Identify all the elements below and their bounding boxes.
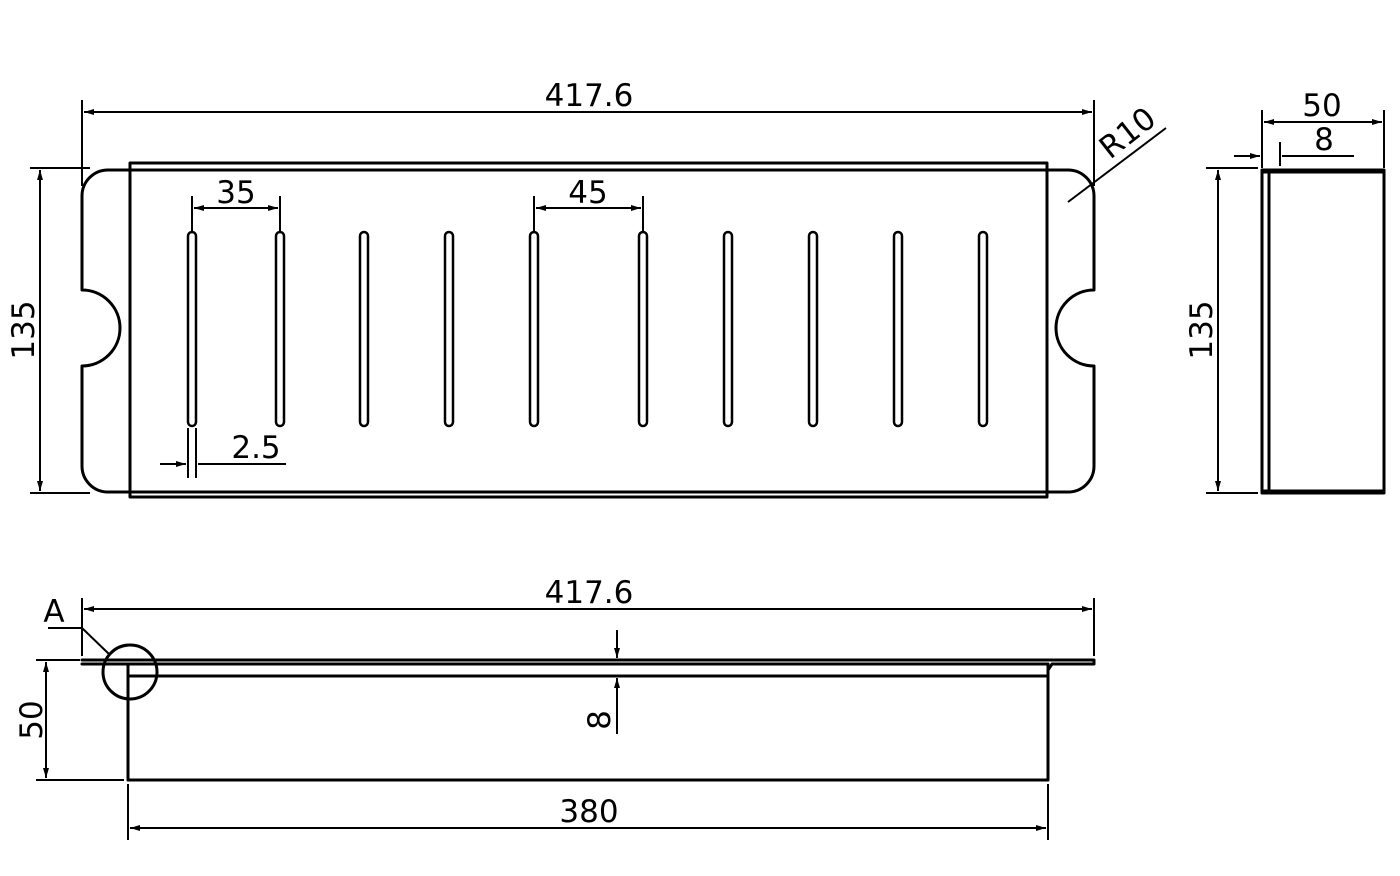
tray-outline <box>80 168 1096 494</box>
drain-slot <box>443 230 455 428</box>
front-flange-label: 8 <box>582 710 618 730</box>
drain-slot <box>528 230 540 428</box>
drain-slots <box>186 230 989 428</box>
side-height-label: 135 <box>1184 300 1220 359</box>
drain-slot <box>186 230 198 428</box>
top-view: 417.6 R10 135 35 45 2.5 <box>6 78 1167 499</box>
front-view: A 417.6 50 8 380 <box>14 575 1096 840</box>
overall-length-label: 417.6 <box>545 78 634 114</box>
side-view: 50 8 135 <box>1184 88 1386 495</box>
drain-slot <box>358 230 370 428</box>
drain-slot <box>977 230 989 428</box>
side-flange-label: 8 <box>1314 122 1334 158</box>
side-body-outline <box>1260 168 1386 495</box>
detail-label: A <box>43 594 64 630</box>
front-basin-outline <box>126 662 1050 782</box>
drain-slot <box>637 230 649 428</box>
drain-slot <box>274 230 286 428</box>
front-base-length-label: 380 <box>559 794 618 830</box>
front-overall-length-label: 417.6 <box>545 575 634 611</box>
slot-width-label: 2.5 <box>231 430 280 466</box>
slot-spacing-outer-label: 35 <box>216 175 255 211</box>
front-height-label: 50 <box>14 700 50 739</box>
drain-slot <box>807 230 819 428</box>
side-depth-label: 50 <box>1302 88 1341 124</box>
radius-leader <box>1067 127 1167 203</box>
detail-circle <box>101 643 159 701</box>
inner-basin-outline <box>128 161 1049 499</box>
slot-spacing-inner-label: 45 <box>568 175 607 211</box>
drain-slot <box>722 230 734 428</box>
height-label: 135 <box>6 300 42 359</box>
detail-leader-diag <box>81 627 111 656</box>
front-flange-outline <box>80 658 1096 678</box>
drain-slot <box>892 230 904 428</box>
